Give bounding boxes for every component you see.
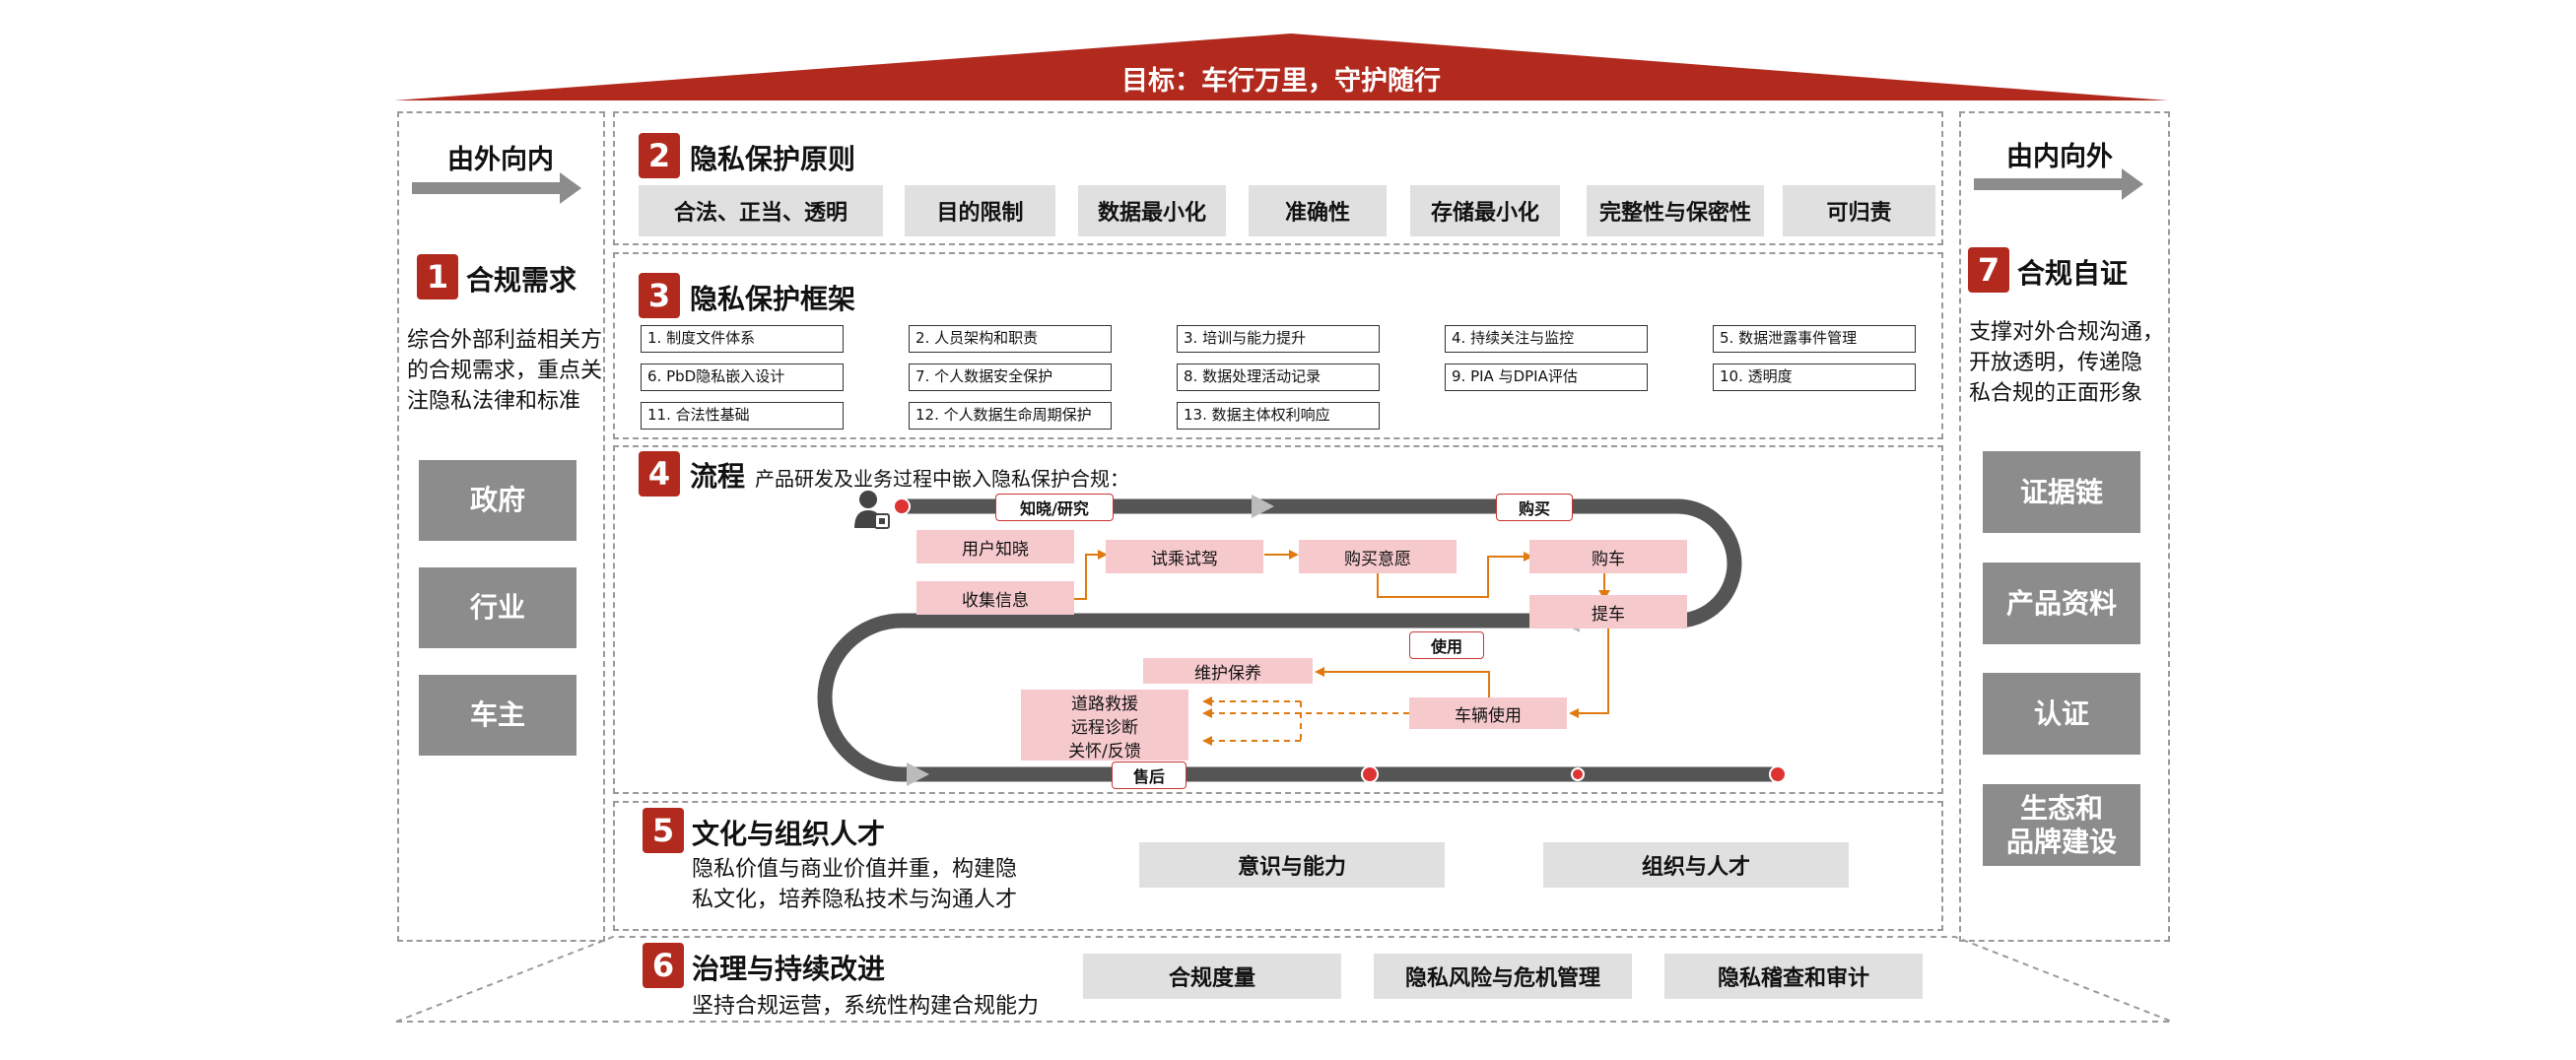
- framework-item: 12. 个人数据生命周期保护: [909, 402, 1112, 430]
- stage-purchase: 购买: [1496, 494, 1573, 521]
- section-title-self-proof: 合规自证: [2017, 257, 2129, 290]
- left-heading: 由外向内: [447, 145, 554, 175]
- step-buy-car: 购车: [1529, 540, 1687, 573]
- framework-item: 2. 人员架构和职责: [909, 325, 1112, 353]
- section-number-1: 1: [417, 254, 458, 299]
- process-panel: [613, 445, 1943, 794]
- framework-item: 11. 合法性基础: [641, 402, 844, 430]
- step-road-rescue: 道路救援: [1021, 690, 1188, 714]
- framework-panel: [613, 252, 1943, 439]
- step-test-drive: 试乘试驾: [1106, 540, 1263, 573]
- right-panel: [1959, 111, 2170, 942]
- section-title-governance: 治理与持续改进: [692, 953, 886, 985]
- culture-organization: 组织与人才: [1543, 842, 1849, 888]
- framework-item: 13. 数据主体权利响应: [1177, 402, 1380, 430]
- section-number-7: 7: [1968, 247, 2009, 293]
- section-title-process: 流程: [690, 460, 746, 493]
- right-heading: 由内向外: [2006, 142, 2113, 172]
- user-icon: [854, 491, 890, 529]
- section-title-compliance-needs: 合规需求: [466, 264, 577, 297]
- stage-after-sales: 售后: [1112, 762, 1186, 789]
- compliance-needs-desc: 综合外部利益相关方 的合规需求，重点关 注隐私法律和标准: [407, 328, 603, 414]
- stage-usage: 使用: [1409, 631, 1484, 659]
- stakeholder-owner: 车主: [419, 675, 576, 756]
- framework-item: 7. 个人数据安全保护: [909, 364, 1112, 391]
- left-panel: [397, 111, 605, 942]
- stage-awareness: 知晓/研究: [995, 494, 1114, 521]
- principle-minimization: 数据最小化: [1078, 185, 1226, 236]
- step-collect-info: 收集信息: [916, 581, 1074, 615]
- culture-panel: [613, 801, 1943, 931]
- framework-item: 5. 数据泄露事件管理: [1713, 325, 1916, 353]
- principle-accountability: 可归责: [1783, 185, 1935, 236]
- principle-lawful: 合法、正当、透明: [639, 185, 883, 236]
- proof-ecosystem-brand: 生态和 品牌建设: [1983, 784, 2140, 866]
- step-user-awareness: 用户知晓: [916, 530, 1074, 563]
- section-title-culture: 文化与组织人才: [692, 818, 886, 850]
- roof: [394, 33, 2168, 100]
- principle-purpose: 目的限制: [905, 185, 1055, 236]
- arrow-right-icon: [412, 172, 581, 204]
- proof-certification: 认证: [1983, 673, 2140, 755]
- section-number-6: 6: [643, 943, 684, 988]
- proof-evidence-chain: 证据链: [1983, 451, 2140, 533]
- process-subtitle: 产品研发及业务过程中嵌入隐私保护合规：: [755, 467, 1129, 491]
- base-outline: [395, 936, 2173, 1023]
- section-number-4: 4: [639, 451, 680, 497]
- step-maintenance: 维护保养: [1143, 658, 1313, 684]
- governance-metrics: 合规度量: [1083, 954, 1341, 999]
- step-vehicle-use: 车辆使用: [1409, 697, 1567, 729]
- framework-item: 10. 透明度: [1713, 364, 1916, 391]
- step-care-feedback: 关怀/反馈: [1021, 737, 1188, 762]
- stakeholder-government: 政府: [419, 460, 576, 541]
- culture-awareness: 意识与能力: [1139, 842, 1445, 888]
- principle-storage: 存储最小化: [1410, 185, 1560, 236]
- roof-title: 目标：车行万里，守护随行: [1121, 66, 1441, 97]
- section-number-2: 2: [639, 133, 680, 178]
- framework-item: 1. 制度文件体系: [641, 325, 844, 353]
- framework-item: 6. PbD隐私嵌入设计: [641, 364, 844, 391]
- step-purchase-intent: 购买意愿: [1299, 540, 1457, 573]
- governance-desc: 坚持合规运营，系统性构建合规能力: [692, 994, 1040, 1019]
- step-pick-up: 提车: [1529, 595, 1687, 629]
- principle-accuracy: 准确性: [1249, 185, 1387, 236]
- framework-item: 8. 数据处理活动记录: [1177, 364, 1380, 391]
- process-track: [817, 495, 1787, 786]
- proof-product-materials: 产品资料: [1983, 563, 2140, 644]
- framework-item: 9. PIA 与DPIA评估: [1445, 364, 1648, 391]
- section-number-5: 5: [643, 808, 684, 853]
- arrow-right-icon: [1974, 168, 2143, 200]
- culture-desc: 隐私价值与商业价值并重，构建隐 私文化，培养隐私技术与沟通人才: [692, 857, 1018, 912]
- principle-integrity: 完整性与保密性: [1587, 185, 1764, 236]
- section-title-framework: 隐私保护框架: [690, 283, 856, 315]
- self-proof-desc: 支撑对外合规沟通， 开放透明，传递隐 私合规的正面形象: [1969, 320, 2165, 406]
- principles-panel: [613, 111, 1943, 245]
- stakeholder-industry: 行业: [419, 567, 576, 648]
- step-remote-diagnosis: 远程诊断: [1021, 713, 1188, 738]
- section-title-principles: 隐私保护原则: [690, 143, 856, 175]
- section-number-3: 3: [639, 273, 680, 318]
- framework-item: 4. 持续关注与监控: [1445, 325, 1648, 353]
- governance-audit: 隐私稽查和审计: [1664, 954, 1923, 999]
- governance-risk: 隐私风险与危机管理: [1374, 954, 1632, 999]
- framework-item: 3. 培训与能力提升: [1177, 325, 1380, 353]
